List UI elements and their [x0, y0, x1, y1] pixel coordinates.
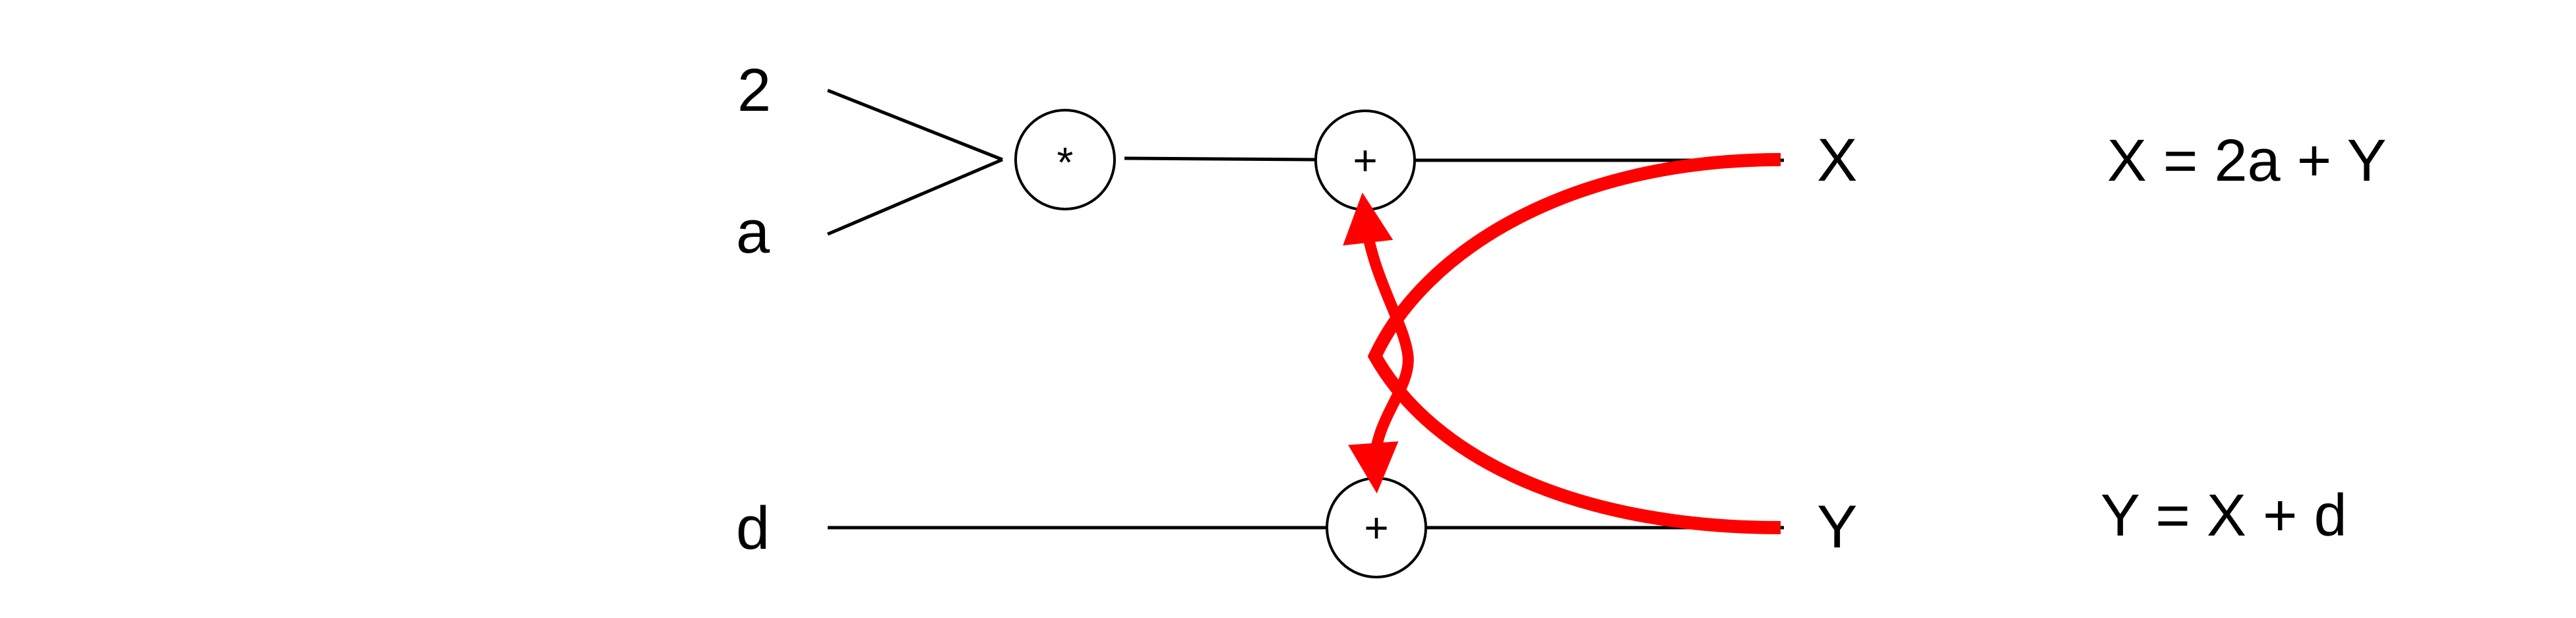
wire-a-to-multiply [827, 158, 1003, 236]
output-label-y: Y [1817, 493, 1857, 561]
equation-y: Y = X + d [2101, 483, 2347, 549]
multiply-node: * [1014, 109, 1116, 210]
multiply-operator: * [1057, 139, 1074, 186]
feedback-curve-x-to-y [1347, 158, 1781, 508]
feedback-double-arrow [1343, 192, 1414, 494]
input-label-2: 2 [737, 57, 771, 124]
input-label-a: a [736, 199, 770, 266]
wire-2-to-multiply [827, 88, 1003, 162]
feedback-arc-x-to-y [1367, 153, 1781, 534]
add-node-top: + [1314, 109, 1416, 211]
wire-multiply-to-add-top [1124, 156, 1316, 162]
add-operator-top: + [1353, 137, 1377, 184]
add-node-bottom: + [1326, 477, 1427, 578]
output-label-x: X [1817, 127, 1857, 194]
add-operator-bottom: + [1364, 504, 1388, 551]
input-label-d: d [736, 495, 770, 562]
equation-x: X = 2a + Y [2107, 128, 2387, 194]
